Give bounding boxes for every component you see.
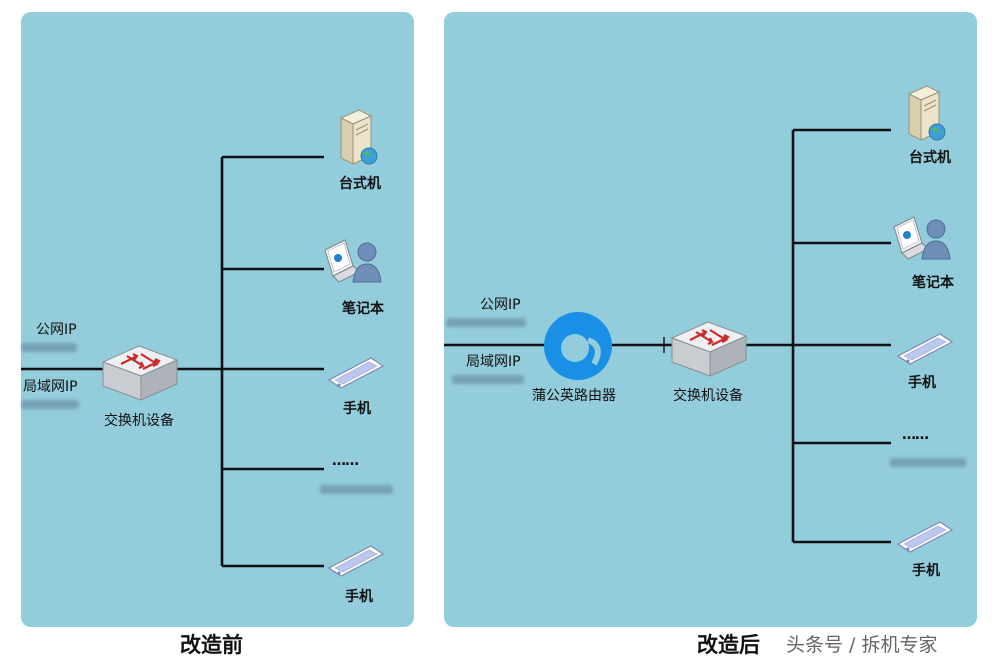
before-caption: 改造前 (180, 633, 243, 657)
after-lan-ip-label: 局域网IP (466, 354, 521, 370)
after-router-icon (544, 312, 612, 380)
after-connection-lines (444, 128, 891, 544)
before-laptop-icon (324, 239, 382, 283)
before-connection-lines (21, 155, 324, 568)
before-public-ip-label: 公网IP (36, 322, 77, 338)
before-more-label: …… (332, 453, 359, 469)
after-switch-icon (670, 320, 748, 378)
after-more-value-blurred (890, 458, 966, 467)
before-desktop-icon (340, 109, 378, 165)
after-phone2-label: 手机 (912, 563, 940, 579)
after-lan-ip-value-blurred (452, 375, 524, 384)
before-more-value-blurred (320, 485, 393, 494)
after-laptop-label: 笔记本 (912, 275, 954, 291)
after-phone-icon (897, 333, 953, 365)
before-switch-icon (101, 344, 179, 402)
after-public-ip-value-blurred (446, 318, 526, 327)
after-panel: 公网IP 局域网IP 蒲公英路由器 交换机设备 台式机 笔记本 手机 …… 手机 (444, 12, 977, 627)
after-more-label: …… (902, 427, 929, 443)
before-laptop-label: 笔记本 (342, 301, 384, 317)
after-laptop-icon (893, 216, 951, 260)
before-desktop-label: 台式机 (339, 176, 381, 192)
before-phone2-icon (328, 545, 384, 577)
before-lan-ip-label: 局域网IP (23, 379, 78, 395)
before-panel: 公网IP 局域网IP 交换机设备 台式机 笔记本 手机 …… 手机 (21, 12, 414, 627)
before-phone-label: 手机 (343, 401, 371, 417)
after-desktop-icon (908, 85, 946, 141)
watermark: 头条号 / 拆机专家 (786, 634, 938, 656)
before-lan-ip-value-blurred (21, 400, 79, 409)
before-phone-icon (328, 357, 384, 389)
after-public-ip-label: 公网IP (480, 297, 521, 313)
after-switch-label: 交换机设备 (673, 388, 743, 404)
after-caption: 改造后 (697, 633, 760, 657)
after-phone-label: 手机 (908, 375, 936, 391)
after-router-label: 蒲公英路由器 (532, 388, 616, 404)
after-phone2-icon (897, 521, 953, 553)
after-desktop-label: 台式机 (909, 150, 951, 166)
before-phone2-label: 手机 (345, 589, 373, 605)
before-public-ip-value-blurred (21, 343, 77, 352)
before-network-diagram (21, 109, 384, 577)
before-switch-label: 交换机设备 (104, 413, 174, 429)
after-network-diagram (444, 85, 953, 553)
